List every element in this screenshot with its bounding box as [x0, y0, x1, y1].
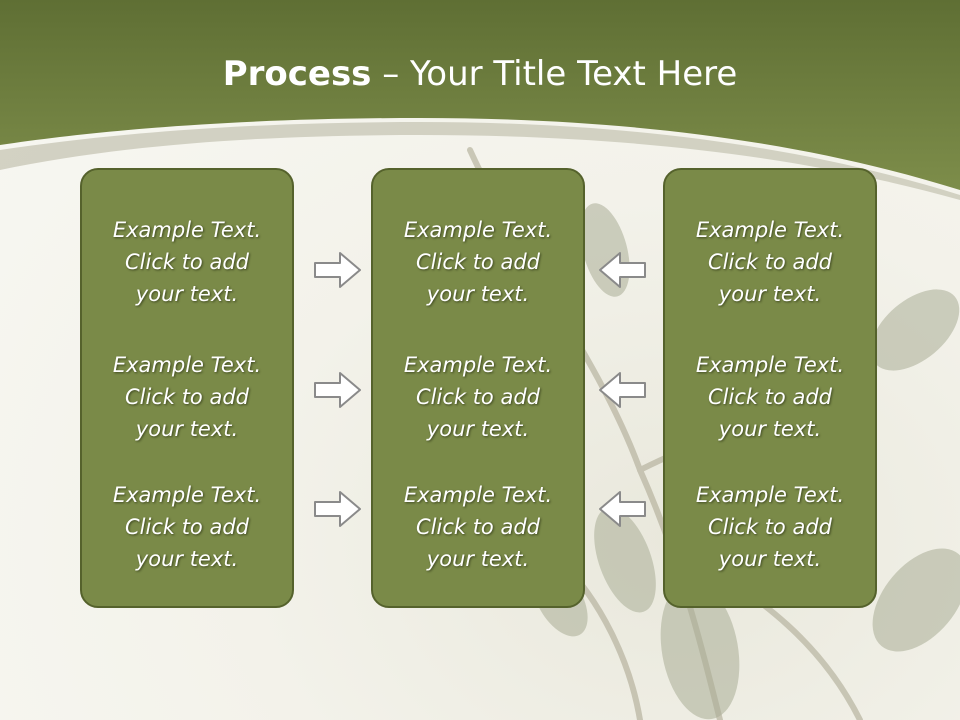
text-line: Click to add	[415, 515, 540, 539]
text-line: Example Text.	[695, 218, 845, 242]
title-bold: Process	[222, 54, 372, 94]
text-line: Example Text.	[403, 353, 553, 377]
text-line: Click to add	[707, 385, 832, 409]
title-rest: – Your Title Text Here	[371, 54, 738, 94]
text-block[interactable]: Example Text. Click to add your text.	[373, 479, 583, 575]
process-panel-center[interactable]: Example Text. Click to add your text. Ex…	[371, 168, 585, 608]
text-block[interactable]: Example Text. Click to add your text.	[82, 349, 292, 445]
text-block[interactable]: Example Text. Click to add your text.	[665, 479, 875, 575]
text-line: Example Text.	[403, 218, 553, 242]
text-line: your text.	[426, 282, 530, 306]
arrow-left-icon[interactable]	[598, 371, 646, 409]
arrow-left-icon[interactable]	[598, 251, 646, 289]
text-line: your text.	[135, 417, 239, 441]
text-block[interactable]: Example Text. Click to add your text.	[665, 349, 875, 445]
text-line: Click to add	[707, 250, 832, 274]
arrow-left-icon[interactable]	[598, 490, 646, 528]
process-panel-right[interactable]: Example Text. Click to add your text. Ex…	[663, 168, 877, 608]
text-block[interactable]: Example Text. Click to add your text.	[82, 479, 292, 575]
process-panel-left[interactable]: Example Text. Click to add your text. Ex…	[80, 168, 294, 608]
text-line: your text.	[135, 547, 239, 571]
arrow-right-icon[interactable]	[314, 490, 362, 528]
text-line: Click to add	[415, 250, 540, 274]
text-line: Click to add	[707, 515, 832, 539]
text-line: Example Text.	[112, 218, 262, 242]
text-line: Example Text.	[695, 483, 845, 507]
text-line: your text.	[426, 547, 530, 571]
text-line: your text.	[426, 417, 530, 441]
text-line: Example Text.	[112, 483, 262, 507]
text-line: your text.	[718, 547, 822, 571]
slide-title[interactable]: Process – Your Title Text Here	[0, 50, 960, 98]
text-line: your text.	[718, 417, 822, 441]
text-line: your text.	[718, 282, 822, 306]
header-band	[0, 0, 960, 200]
text-line: Example Text.	[695, 353, 845, 377]
text-line: Click to add	[124, 250, 249, 274]
text-line: Click to add	[415, 385, 540, 409]
text-line: Click to add	[124, 515, 249, 539]
arrow-right-icon[interactable]	[314, 371, 362, 409]
text-block[interactable]: Example Text. Click to add your text.	[373, 349, 583, 445]
text-line: Example Text.	[403, 483, 553, 507]
arrow-right-icon[interactable]	[314, 251, 362, 289]
text-line: Example Text.	[112, 353, 262, 377]
text-block[interactable]: Example Text. Click to add your text.	[82, 214, 292, 310]
text-block[interactable]: Example Text. Click to add your text.	[373, 214, 583, 310]
text-line: your text.	[135, 282, 239, 306]
text-line: Click to add	[124, 385, 249, 409]
text-block[interactable]: Example Text. Click to add your text.	[665, 214, 875, 310]
